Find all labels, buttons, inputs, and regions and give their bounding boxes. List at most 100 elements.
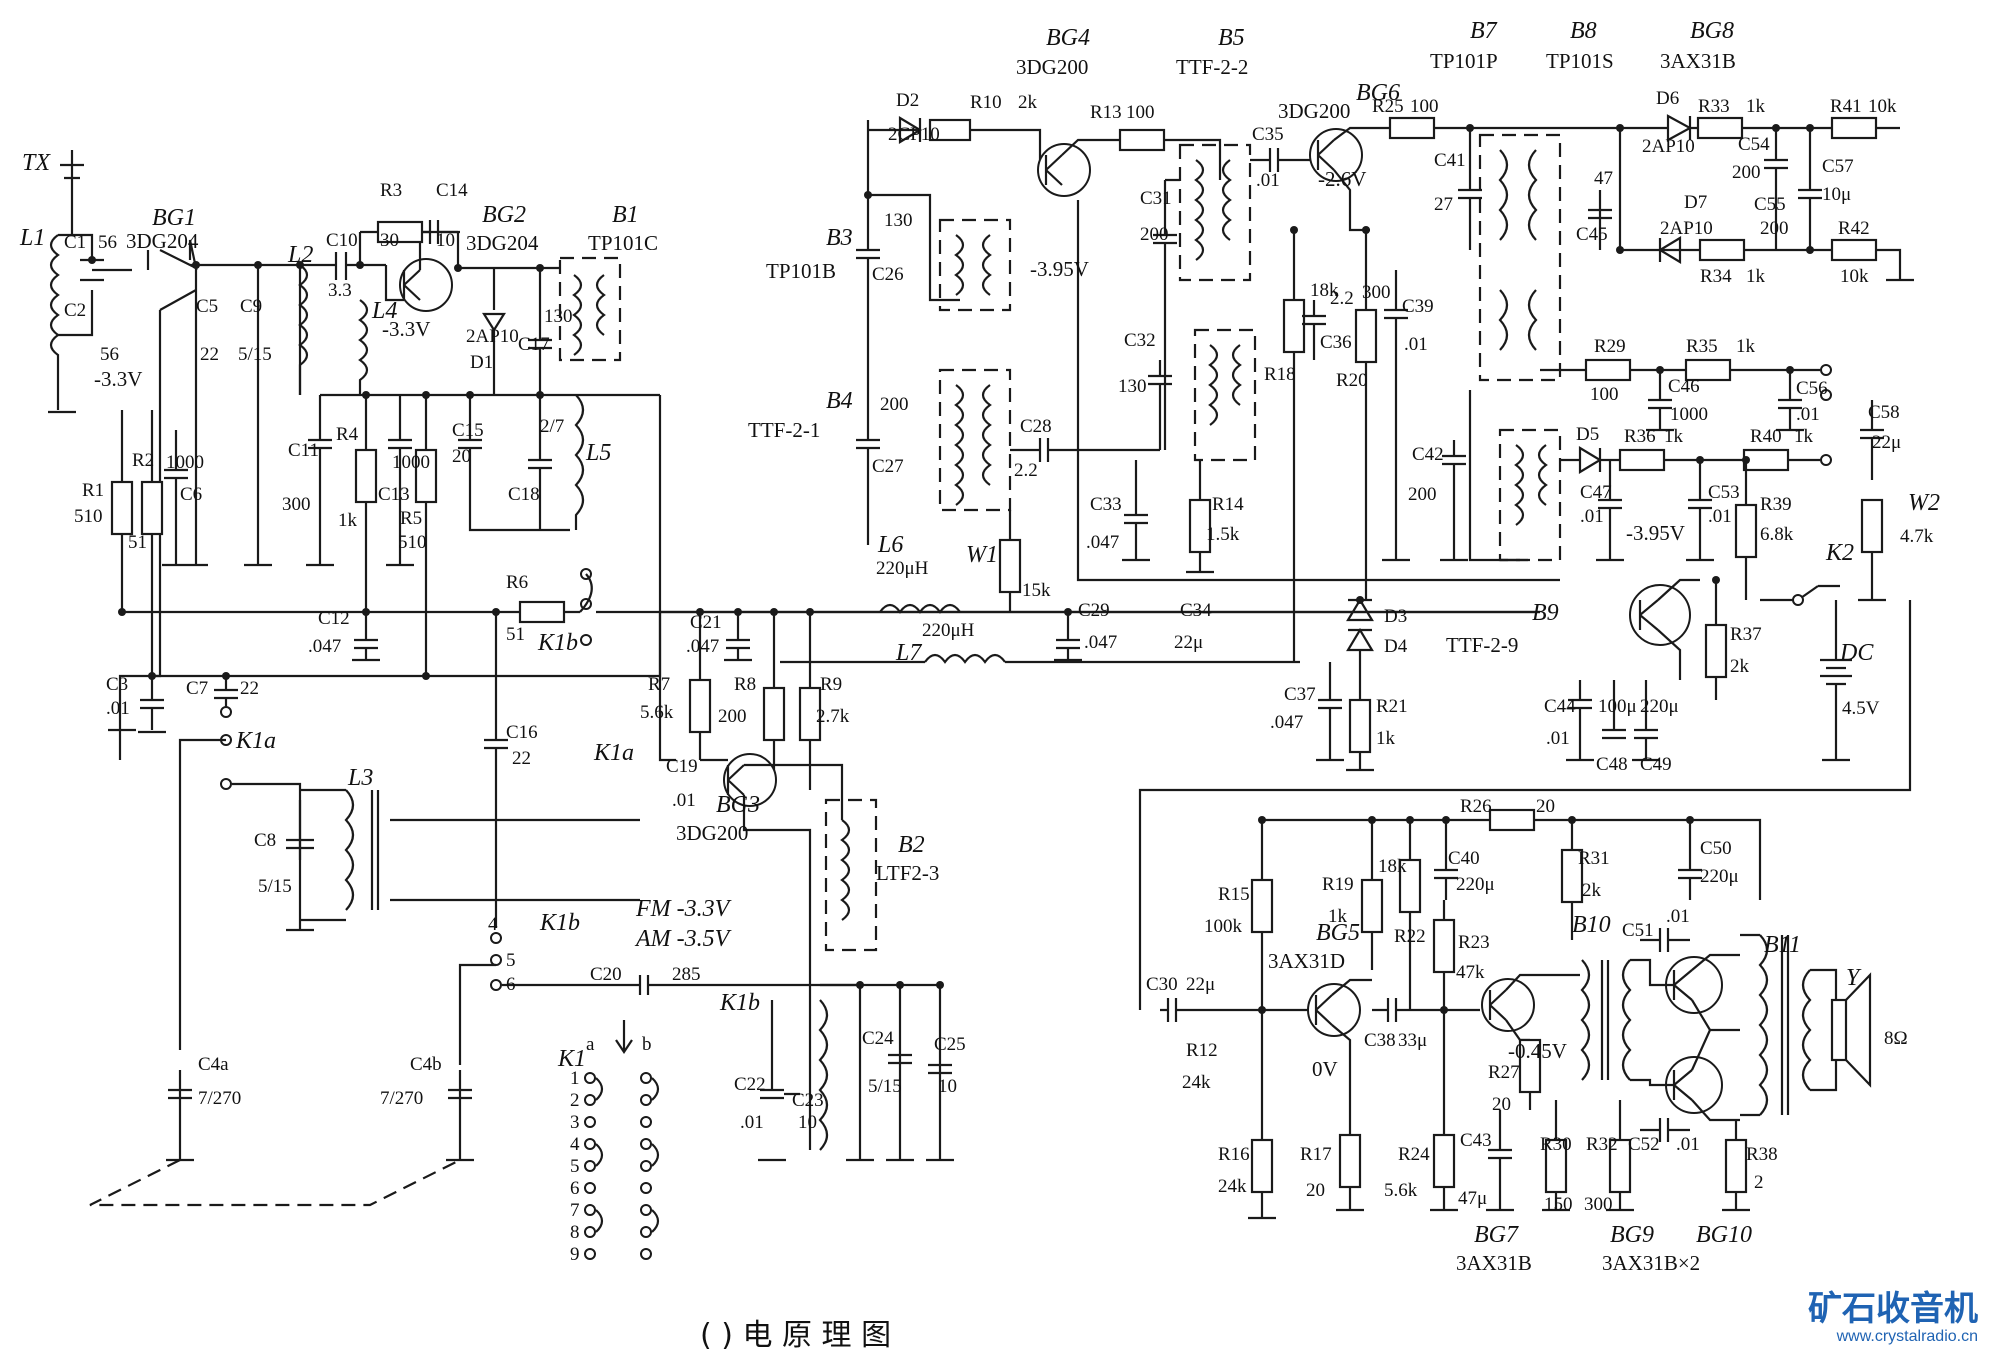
- schematic-label: C22: [734, 1074, 766, 1095]
- schematic-label: C18: [508, 484, 540, 505]
- label-y: Y: [1846, 965, 1862, 991]
- schematic-label: 1000: [166, 452, 204, 473]
- schematic-label: 7/270: [198, 1088, 241, 1109]
- schematic-label: 15k: [1022, 580, 1051, 601]
- schematic-label: 1k: [1736, 336, 1756, 357]
- schematic-label: C35: [1252, 124, 1284, 145]
- schematic-label: 2.2: [1014, 460, 1038, 481]
- schematic-label: R12: [1186, 1040, 1218, 1061]
- schematic-label: -3.95V: [1626, 521, 1685, 545]
- schematic-label: .01: [1546, 728, 1570, 749]
- schematic-label: C17: [518, 334, 550, 355]
- schematic-label: C55: [1754, 194, 1786, 215]
- schematic-label: R27: [1488, 1062, 1520, 1083]
- schematic-label: 7: [570, 1200, 580, 1221]
- schematic-label: 30: [380, 230, 399, 251]
- diagram-caption: ( ) 电 原 理 图: [700, 1318, 891, 1352]
- schematic-label: -3.95V: [1030, 257, 1089, 281]
- schematic-label: -2.6V: [1318, 167, 1366, 191]
- schematic-label: R17: [1300, 1144, 1332, 1165]
- schematic-label: 300: [1584, 1194, 1613, 1215]
- label-b2: B2: [898, 832, 925, 858]
- schematic-label: 200: [1732, 162, 1761, 183]
- schematic-label: 200: [1760, 218, 1789, 239]
- schematic-label: 24k: [1218, 1176, 1247, 1197]
- label-b9: B9: [1532, 600, 1559, 626]
- label-bg5: BG5: [1316, 920, 1360, 946]
- schematic-label: 51: [128, 532, 147, 553]
- schematic-label: 4: [488, 914, 498, 935]
- schematic-label: 2.2: [1330, 288, 1354, 309]
- schematic-label: 0V: [1312, 1057, 1338, 1081]
- schematic-label: D6: [1656, 88, 1679, 109]
- schematic-label: C36: [1320, 332, 1352, 353]
- schematic-label: K1b: [539, 910, 580, 936]
- schematic-label: 220μH: [876, 558, 929, 579]
- schematic-label: 150: [1544, 1194, 1573, 1215]
- schematic-label: AM -3.5V: [634, 926, 732, 952]
- schematic-label: R21: [1376, 696, 1408, 717]
- schematic-label: C51: [1622, 920, 1654, 941]
- label-b8-type: TP101S: [1546, 49, 1614, 73]
- label-b3-type: TP101B: [766, 259, 836, 283]
- schematic-label: 4.5V: [1842, 698, 1880, 719]
- watermark-url: www.crystalradio.cn: [1836, 1328, 1978, 1345]
- schematic-label: C4b: [410, 1054, 442, 1075]
- schematic-label: C19: [666, 756, 698, 777]
- schematic-label: C20: [590, 964, 622, 985]
- schematic-label: b: [642, 1034, 652, 1055]
- label-l4: L4: [371, 298, 397, 324]
- schematic-label: R4: [336, 424, 359, 445]
- schematic-label: C14: [436, 180, 468, 201]
- schematic-label: 47k: [1456, 962, 1485, 983]
- schematic-label: 20: [452, 446, 471, 467]
- schematic-label: 5/15: [238, 344, 272, 365]
- label-k1a: K1a: [235, 728, 276, 754]
- schematic-label: R26: [1460, 796, 1492, 817]
- schematic-label: D4: [1384, 636, 1408, 657]
- schematic-label: R31: [1578, 848, 1610, 869]
- schematic-label: .01: [1708, 506, 1732, 527]
- schematic-label: 1: [570, 1068, 580, 1089]
- schematic-label: C57: [1822, 156, 1854, 177]
- label-bg3: BG3: [716, 792, 760, 818]
- schematic-label: C13: [378, 484, 410, 505]
- label-bg1-type: 3DG204: [126, 229, 199, 253]
- label-l1: L1: [19, 225, 45, 251]
- schematic-label: 6.8k: [1760, 524, 1794, 545]
- schematic-label: 2AP10: [1642, 136, 1695, 157]
- label-k2: K2: [1825, 540, 1854, 566]
- schematic-label: C26: [872, 264, 904, 285]
- label-l3: L3: [347, 765, 373, 791]
- label-bg4-type: 3DG200: [1016, 55, 1088, 79]
- schematic-label: .01: [1404, 334, 1428, 355]
- schematic-label: C53: [1708, 482, 1740, 503]
- label-bg5-type: 3AX31D: [1268, 949, 1345, 973]
- label-bg1: BG1: [152, 205, 196, 231]
- schematic-label: C1: [64, 232, 86, 253]
- schematic-label: R16: [1218, 1144, 1250, 1165]
- schematic-label: C29: [1078, 600, 1110, 621]
- schematic-label: C16: [506, 722, 538, 743]
- schematic-label: -0.45V: [1508, 1039, 1567, 1063]
- schematic-label: 2AP10: [1660, 218, 1713, 239]
- schematic-label: 510: [74, 506, 103, 527]
- schematic-label: 220μ: [1700, 866, 1739, 887]
- k1-switch-contacts: [584, 1020, 660, 1260]
- schematic-label: 130: [1118, 376, 1147, 397]
- schematic-label: 22μ: [1174, 632, 1203, 653]
- schematic-label: 10k: [1840, 266, 1869, 287]
- schematic-label: C52: [1628, 1134, 1660, 1155]
- schematic-label: 2: [1754, 1172, 1764, 1193]
- schematic-label: .01: [1256, 170, 1280, 191]
- schematic-label: 24k: [1182, 1072, 1211, 1093]
- schematic-label: R19: [1322, 874, 1354, 895]
- label-w2: W2: [1908, 490, 1940, 516]
- schematic-label: 9: [570, 1244, 580, 1265]
- schematic-label: 56: [98, 232, 117, 253]
- schematic-label: 2k: [1018, 92, 1038, 113]
- schematic-label: 18k: [1310, 280, 1339, 301]
- schematic-label: C11: [288, 440, 319, 461]
- label-b9-type: TTF-2-9: [1446, 633, 1518, 657]
